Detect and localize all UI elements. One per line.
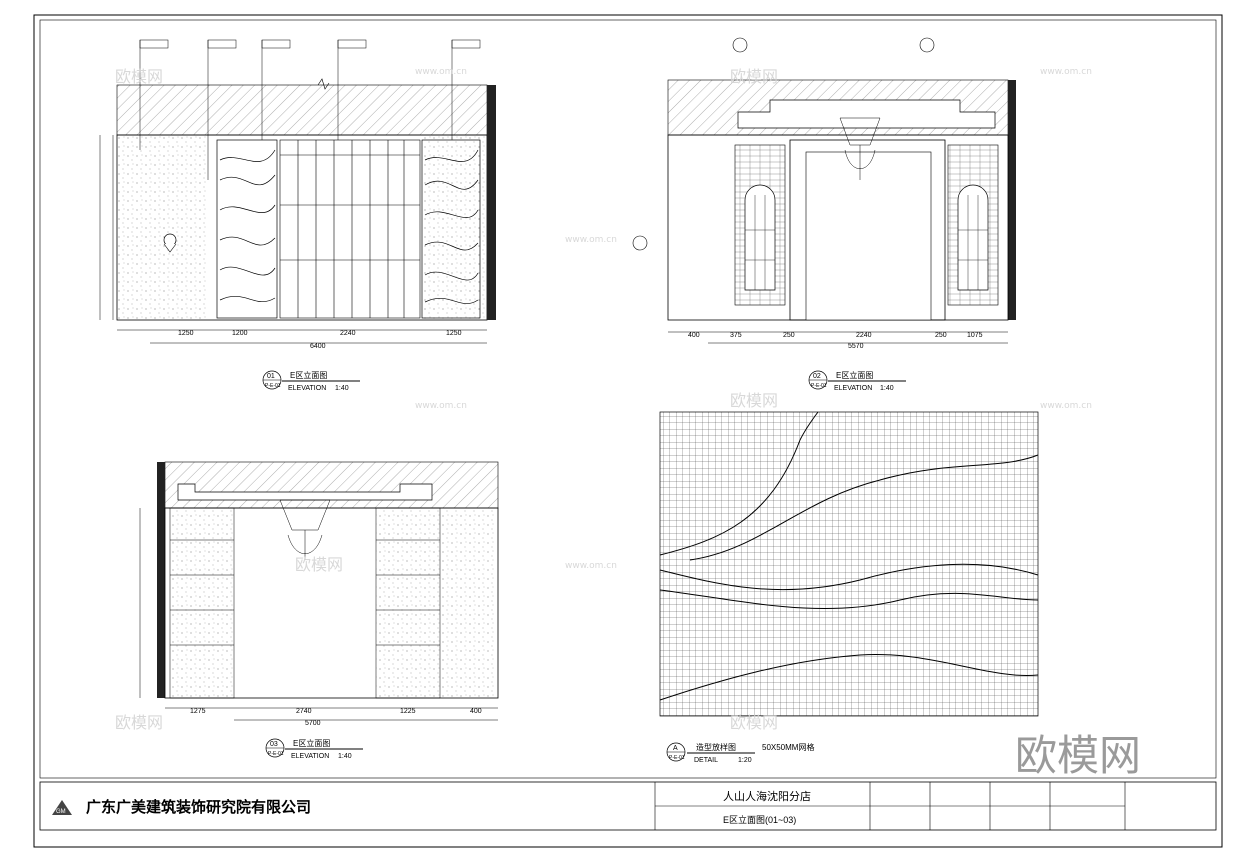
chandelier <box>839 117 881 180</box>
watermark-brand: 欧模网 <box>730 67 778 86</box>
watermark-url: www.om.cn <box>415 67 467 77</box>
wall-section <box>487 85 496 320</box>
detail-layout-grid <box>659 411 1039 717</box>
view-scale-01: 1:40 <box>335 385 349 392</box>
section-markers-02 <box>632 37 935 251</box>
watermark-url: www.om.cn <box>565 235 617 245</box>
ceiling-hatch <box>116 84 488 136</box>
cornice <box>177 483 433 501</box>
watermark-brand: 欧模网 <box>730 713 778 732</box>
view-ref-03: P-E-01 <box>268 751 284 757</box>
stone-panel-right <box>422 136 486 319</box>
dim-03-total: 5700 <box>305 720 321 727</box>
marble-panel-mid <box>375 507 441 699</box>
company-name: 广东广美建筑装饰研究院有限公司 <box>86 798 311 816</box>
watermark-brand-large: 欧模网 <box>1015 731 1141 780</box>
view-ref-02: P-E-01 <box>811 383 827 389</box>
wave-panel-left <box>216 139 278 319</box>
dim-03-d: 400 <box>470 708 482 715</box>
view-ref-detail: P-E-01 <box>669 755 685 761</box>
view-ref-01: P-E-01 <box>265 383 281 389</box>
elevation-02: 400 375 250 2240 250 1075 5570 <box>632 37 1016 350</box>
arched-window-right <box>957 184 989 291</box>
watermark-brand: 欧模网 <box>295 555 343 574</box>
wave-curves <box>659 411 1039 701</box>
dim-02-b: 375 <box>730 332 742 339</box>
view-note-detail: 50X50MM网格 <box>762 742 814 752</box>
sheet-border-inner <box>39 19 1217 779</box>
dimension-lines-02 <box>668 331 1008 344</box>
dim-02-e: 250 <box>935 332 947 339</box>
cornice <box>737 99 996 129</box>
arched-window-left <box>744 184 776 291</box>
project-name: 人山人海沈阳分店 <box>723 789 811 803</box>
elevation-01: 1250 1200 2240 1250 6400 <box>99 39 496 350</box>
drawing-title: E区立面图(01~03) <box>723 814 796 825</box>
window-bars <box>745 195 988 290</box>
watermark-url: www.om.cn <box>1040 67 1092 77</box>
watermark-url: www.om.cn <box>1040 401 1092 411</box>
wall-outline <box>164 507 499 699</box>
view-subtitle-02: ELEVATION <box>834 385 872 392</box>
view-title-text-02: E区立面图 <box>836 370 873 380</box>
view-title-text-01: E区立面图 <box>290 370 327 380</box>
wave-panel-right <box>421 139 481 319</box>
company-logo: GM <box>52 800 72 815</box>
panel-joints <box>170 539 440 646</box>
chandelier <box>279 499 331 560</box>
display-shelving <box>279 139 421 319</box>
dim-01-b: 1200 <box>232 330 248 337</box>
title-block: GM 广东广美建筑装饰研究院有限公司 人山人海沈阳分店 E区立面图(01~03) <box>39 781 1217 831</box>
dim-02-a: 400 <box>688 332 700 339</box>
logo-letter: GM <box>56 809 66 815</box>
dim-01-d: 1250 <box>446 330 462 337</box>
view-title-01: 01 P-E-01 E区立面图 ELEVATION 1:40 <box>262 370 360 392</box>
view-num-02: 02 <box>813 373 821 380</box>
dim-02-f: 1075 <box>967 332 983 339</box>
view-num-01: 01 <box>267 373 275 380</box>
elevation-03: 1275 2740 1225 400 5700 <box>139 461 499 727</box>
dim-01-c: 2240 <box>340 330 356 337</box>
view-title-02: 02 P-E-01 E区立面图 ELEVATION 1:40 <box>808 370 906 392</box>
view-scale-detail: 1:20 <box>738 757 752 764</box>
dim-01-total: 6400 <box>310 343 326 350</box>
dim-03-a: 1275 <box>190 708 206 715</box>
view-subtitle-01: ELEVATION <box>288 385 326 392</box>
dim-03-c: 1225 <box>400 708 416 715</box>
watermark-url: www.om.cn <box>415 401 467 411</box>
view-num-03: 03 <box>270 741 278 748</box>
dimension-lines-01 <box>99 135 487 344</box>
dim-03-b: 2740 <box>296 708 312 715</box>
dim-01-a: 1250 <box>178 330 194 337</box>
marble-panel-left <box>169 507 235 699</box>
leader-lines-01 <box>139 39 481 180</box>
dim-02-d: 2240 <box>856 332 872 339</box>
dimension-lines-03 <box>139 508 498 721</box>
watermark-brand: 欧模网 <box>115 713 163 732</box>
view-title-03: 03 P-E-01 E区立面图 ELEVATION 1:40 <box>265 738 363 760</box>
wall-section <box>157 462 165 698</box>
watermark-url: www.om.cn <box>565 561 617 571</box>
watermark-brand: 欧模网 <box>730 391 778 410</box>
sheet-border-outer <box>33 14 1223 848</box>
view-title-text-03: E区立面图 <box>293 738 330 748</box>
stone-panel-right <box>440 508 496 698</box>
view-num-detail: A <box>673 745 678 752</box>
view-subtitle-detail: DETAIL <box>694 757 718 764</box>
view-scale-02: 1:40 <box>880 385 894 392</box>
section-marker-04 <box>163 233 177 253</box>
view-scale-03: 1:40 <box>338 753 352 760</box>
dim-02-c: 250 <box>783 332 795 339</box>
view-title-text-detail: 造型放样图 <box>696 742 736 752</box>
view-title-detail: A P-E-01 造型放样图 50X50MM网格 DETAIL 1:20 <box>666 742 814 764</box>
view-subtitle-03: ELEVATION <box>291 753 329 760</box>
wall-section <box>1008 80 1016 320</box>
watermarks: 欧模网 欧模网 欧模网 欧模网 欧模网 欧模网 www.om.cn www.om… <box>115 67 1092 732</box>
stone-panel-left <box>118 136 208 319</box>
ceiling-hatch <box>164 461 499 509</box>
watermark-brand: 欧模网 <box>115 67 163 86</box>
dim-02-total: 5570 <box>848 343 864 350</box>
